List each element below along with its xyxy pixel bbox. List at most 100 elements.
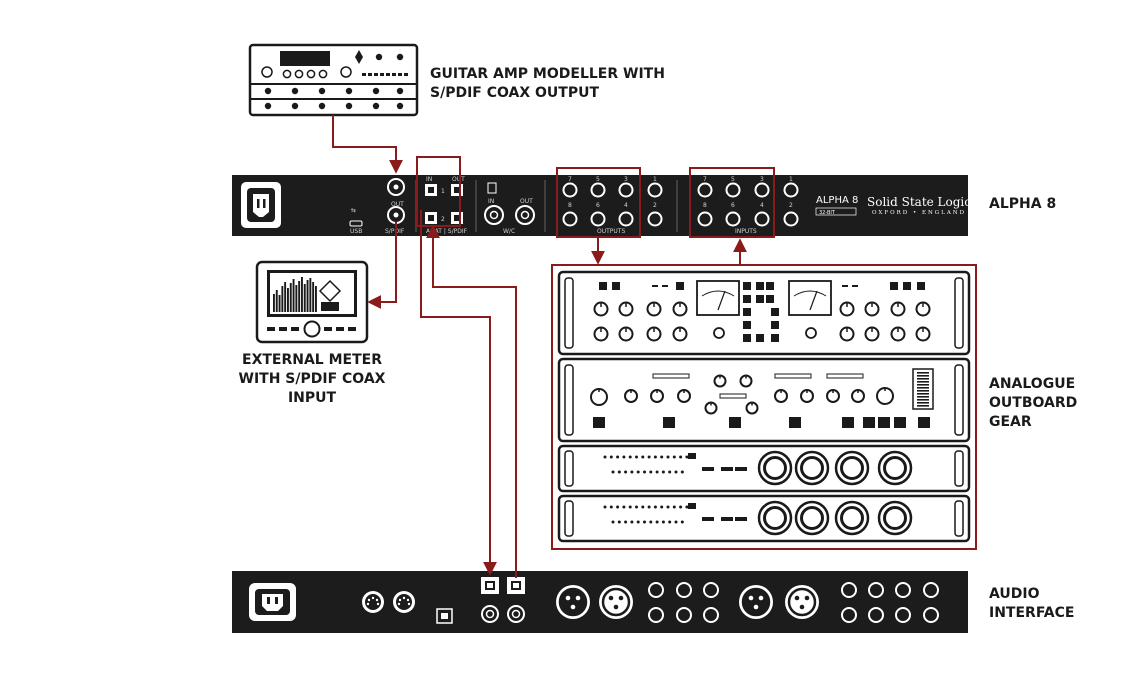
jack-number: 8 — [568, 202, 572, 209]
knob-icon — [890, 301, 906, 317]
jack-number: 6 — [731, 202, 735, 209]
jack-number: 5 — [731, 176, 735, 183]
trs-jack — [841, 582, 857, 598]
trs-jack — [647, 182, 663, 198]
knob-icon — [915, 326, 931, 342]
knob-icon — [646, 326, 662, 342]
cable-interface-to-optical-in — [426, 224, 517, 578]
trs-jack — [703, 607, 719, 623]
trs-jack — [923, 582, 939, 598]
jack-number: 6 — [596, 202, 600, 209]
jack-number: 7 — [568, 176, 572, 183]
wc-out-label: OUT — [520, 198, 533, 205]
svg-text:2: 2 — [441, 216, 445, 223]
wc-in-label: IN — [488, 198, 494, 205]
cable-amp-to-spdif-in — [332, 115, 403, 174]
knob-icon — [713, 327, 725, 339]
knob-icon — [839, 326, 855, 342]
trs-jack — [868, 607, 884, 623]
trs-jack — [703, 582, 719, 598]
interface-bnc-2 — [507, 605, 525, 623]
interface-usb-b-port-icon — [436, 608, 453, 624]
trs-jack — [647, 211, 663, 227]
wc-label: W/C — [503, 228, 515, 235]
outboard-highlight-box — [551, 264, 977, 550]
trs-jack — [895, 607, 911, 623]
audio-interface-rack — [232, 571, 968, 633]
cable-spdif-out-to-meter — [367, 222, 397, 309]
knob-icon — [890, 326, 906, 342]
trs-jack — [697, 182, 713, 198]
knob-icon — [864, 326, 880, 342]
knob-icon — [618, 301, 634, 317]
outboard-unit-vu-compressor — [557, 270, 971, 356]
trs-jack — [841, 607, 857, 623]
knob-icon — [646, 301, 662, 317]
trs-jack — [783, 211, 799, 227]
external-meter — [255, 260, 369, 344]
audio-interface-label-line1: AUDIO — [989, 586, 1040, 602]
guitar-amp-modeller — [248, 43, 419, 117]
trs-jack — [648, 582, 664, 598]
trs-jack — [754, 182, 770, 198]
audio-interface-label-line2: INTERFACE — [989, 605, 1074, 621]
jack-number: 5 — [596, 176, 600, 183]
trs-jack — [562, 182, 578, 198]
outputs-label: OUTPUTS — [597, 228, 625, 235]
outboard-unit-eq — [557, 357, 971, 443]
guitar-amp-label-line1: GUITAR AMP MODELLER WITH — [430, 66, 665, 82]
meter-knob-icon — [303, 320, 321, 338]
alpha8-rack: ⇆ USB OUT S/PDIF IN OUT 1 2 ADAT | S/PDI… — [232, 175, 971, 236]
trs-jack — [618, 182, 634, 198]
inputs-label: INPUTS — [735, 228, 757, 235]
knob-icon — [593, 301, 609, 317]
trs-jack — [676, 582, 692, 598]
jack-number: 1 — [653, 176, 657, 183]
optical-out-label: OUT — [452, 176, 465, 183]
knob-icon — [672, 301, 688, 317]
optical-in-label: IN — [426, 176, 432, 183]
jack-number: 2 — [789, 202, 793, 209]
trs-jack — [590, 182, 606, 198]
jack-number: 4 — [760, 202, 764, 209]
spdif-label: S/PDIF — [385, 228, 405, 235]
jack-number: 3 — [624, 176, 628, 183]
trs-jack — [562, 211, 578, 227]
outboard-unit-1u-a — [557, 444, 971, 493]
adat-spdif-label: ADAT | S/PDIF — [426, 228, 468, 235]
usb-port-icon — [349, 220, 363, 227]
amp-display-icon — [280, 51, 330, 66]
trs-jack — [783, 182, 799, 198]
knob-icon — [915, 301, 931, 317]
knob-icon — [672, 326, 688, 342]
trs-jack — [697, 211, 713, 227]
trs-jack — [868, 582, 884, 598]
alpha8-product-name: ALPHA 8 — [816, 195, 858, 206]
trs-jack — [923, 607, 939, 623]
guitar-amp-label-line2: S/PDIF COAX OUTPUT — [430, 85, 599, 101]
knob-icon — [593, 326, 609, 342]
wc-in-bnc — [484, 205, 504, 225]
svg-text:1: 1 — [441, 188, 445, 195]
outboard-label-line1: ANALOGUE — [989, 376, 1075, 392]
ssl-brand-sub: OXFORD • ENGLAND — [872, 210, 966, 216]
knob-icon — [805, 327, 817, 339]
knob-icon — [864, 301, 880, 317]
jack-number: 7 — [703, 176, 707, 183]
external-meter-label-line3: INPUT — [288, 390, 337, 406]
inputs-highlight-box — [689, 167, 775, 238]
jack-number: 2 — [653, 202, 657, 209]
ssl-brand: Solid State Logic — [867, 195, 971, 209]
outboard-label-line2: OUTBOARD — [989, 395, 1077, 411]
external-meter-label-line1: EXTERNAL METER — [242, 352, 382, 368]
usb-label: USB — [350, 228, 362, 235]
jack-number: 3 — [760, 176, 764, 183]
external-meter-label-line2: WITH S/PDIF COAX — [239, 371, 386, 387]
alpha8-label: ALPHA 8 — [989, 196, 1056, 212]
jack-number: 8 — [703, 202, 707, 209]
cable-optical-out-to-interface — [420, 210, 497, 576]
trs-jack — [754, 211, 770, 227]
trs-jack — [676, 607, 692, 623]
